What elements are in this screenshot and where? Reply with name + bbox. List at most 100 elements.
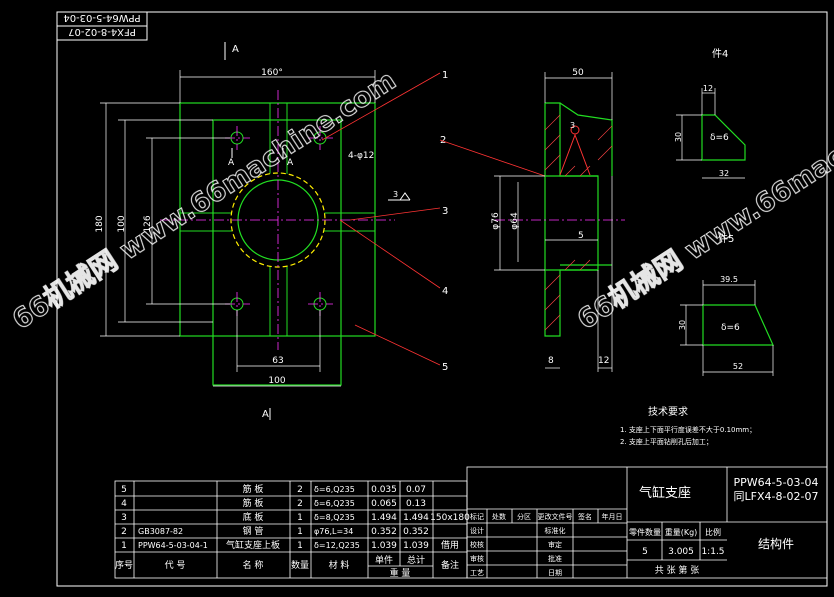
side-view: 3 50 φ76 φ64 5 8 1 2	[439, 68, 625, 372]
bom-cell-name: 气缸支座上板	[226, 539, 280, 551]
sheet-info: 共 张 第 张	[655, 564, 700, 576]
bom-cell-no: 2	[121, 527, 127, 537]
dim-50: 50	[572, 68, 584, 78]
p5-dim-30: 30	[678, 320, 687, 330]
title-block-label: 标准化	[545, 526, 566, 535]
bom-cell-total: 0.07	[406, 485, 426, 495]
col-part-count: 零件数量	[629, 527, 661, 537]
bom-header: 总计	[407, 554, 425, 566]
p4-thickness: δ=6	[710, 133, 729, 143]
dim-64: φ64	[510, 212, 520, 230]
bom-cell-code: PPW64-5-03-04-1	[138, 541, 208, 550]
drawing-number: PPW64-5-03-04	[733, 476, 818, 489]
title-block-label: 日期	[548, 569, 562, 577]
bom-cell-mat: δ=6,Q235	[314, 485, 355, 494]
bom-cell-unit: 0.352	[371, 527, 397, 537]
section-label: A	[287, 158, 294, 168]
p5-dim-39-5: 39.5	[720, 275, 738, 284]
bom-cell-unit: 0.035	[371, 485, 397, 495]
weld-size: 3	[570, 121, 575, 130]
drawing-title: 气缸支座	[639, 485, 691, 501]
title-block-label: 标记	[470, 512, 484, 521]
bom-cell-total: 1.039	[403, 541, 429, 551]
bom-cell-unit: 1.494	[371, 513, 397, 523]
bom-cell-mat: δ=8,Q235	[314, 513, 355, 522]
dim-8: 8	[548, 356, 554, 366]
leader-1: 1	[442, 70, 448, 81]
weight: 3.005	[668, 547, 694, 557]
base-plate-outline	[179, 102, 376, 337]
section-label: A	[232, 44, 239, 55]
bom-header: 重 量	[390, 567, 411, 579]
bom-cell-note: 借用	[441, 539, 459, 551]
title-block-label: 年月日	[602, 512, 623, 521]
bom-header: 数量	[291, 559, 309, 571]
dim-126: 126	[143, 215, 153, 232]
title-block-label: 处数	[492, 512, 506, 521]
bom-cell-no: 4	[121, 499, 127, 509]
p4-dim-30: 30	[674, 132, 683, 142]
title-block-label: 工艺	[470, 569, 484, 577]
part5-view: 件5 39.5 30 δ=6 52	[678, 233, 774, 376]
title-block-label: 校核	[470, 540, 484, 549]
part5-label: 件5	[718, 233, 734, 245]
title-block: 气缸支座 PPW64-5-03-04 同LFX4-8-02-07 结构件 零件数…	[466, 466, 828, 579]
top-drawing-no-2: PFX4-8-02-07	[68, 26, 136, 37]
note-item: 2. 支座上平面钻削孔后加工；	[620, 437, 713, 446]
p5-thickness: δ=6	[721, 323, 740, 333]
bom-header: 材 料	[329, 559, 350, 571]
leader-3: 3	[442, 206, 448, 217]
dim-76: φ76	[491, 212, 501, 230]
p5-dim-52: 52	[733, 362, 743, 371]
leader-2: 2	[440, 135, 446, 146]
bom-cell-total: 0.352	[403, 527, 429, 537]
bom-table	[114, 480, 468, 579]
bom-cell-unit: 1.039	[371, 541, 397, 551]
bom-cell-mat: δ=12,Q235	[314, 541, 360, 550]
bom-cell-name: 筋 板	[243, 497, 264, 509]
bom-header: 名 称	[243, 559, 264, 571]
bom-cell-note: 150x180	[430, 513, 470, 523]
upper-plate-outline	[212, 119, 342, 386]
leader-4: 4	[442, 286, 448, 297]
bom-cell-mat: δ=6,Q235	[314, 499, 355, 508]
top-drawing-number-box: PPW64-5-03-04 PFX4-8-02-07	[56, 11, 148, 41]
part-count: 5	[642, 547, 648, 557]
bom-cell-no: 5	[121, 485, 127, 495]
title-block-label: 审核	[470, 554, 484, 563]
bom-cell-qty: 1	[297, 541, 303, 551]
bom-cell-qty: 1	[297, 513, 303, 523]
top-drawing-no-1: PPW64-5-03-04	[63, 12, 140, 23]
section-label: A	[228, 158, 235, 168]
bom-cell-mat: φ76,L=34	[314, 527, 353, 536]
weld-size: 3	[393, 190, 398, 199]
part4-view: 件4 12 30 δ=6 32	[674, 48, 746, 179]
dim-holes: 4-φ12	[348, 151, 374, 161]
scale: 1:1.5	[701, 547, 724, 557]
bom-cell-name: 底 板	[243, 511, 264, 523]
drawing-number-alt: 同LFX4-8-02-07	[734, 490, 819, 503]
bom-cell-total: 0.13	[406, 499, 426, 509]
title-block-label: 签名	[578, 512, 592, 521]
dim-top: 160°	[261, 68, 283, 78]
bom-header: 单件	[375, 554, 393, 566]
p4-dim-32: 32	[719, 169, 729, 178]
bom-header: 代 号	[165, 560, 186, 571]
technical-notes: 技术要求 1. 支座上下面平行度误差不大于0.10mm； 2. 支座上平面钻削孔…	[620, 405, 756, 446]
note-item: 1. 支座上下面平行度误差不大于0.10mm；	[620, 425, 756, 434]
title-block-label: 设计	[470, 526, 484, 535]
bom-cell-unit: 0.065	[371, 499, 397, 509]
dim-63: 63	[272, 356, 283, 366]
bom-cell-code: GB3087-82	[138, 527, 183, 536]
dim-5: 5	[578, 231, 584, 241]
dim-100-side: 100	[117, 215, 127, 232]
bom-cell-no: 3	[121, 513, 127, 523]
bom-cell-total: 1.494	[403, 513, 429, 523]
part-type: 结构件	[758, 536, 794, 551]
border-frame	[56, 11, 828, 587]
title-block-label: 审定	[548, 540, 562, 549]
col-scale: 比例	[705, 527, 721, 537]
